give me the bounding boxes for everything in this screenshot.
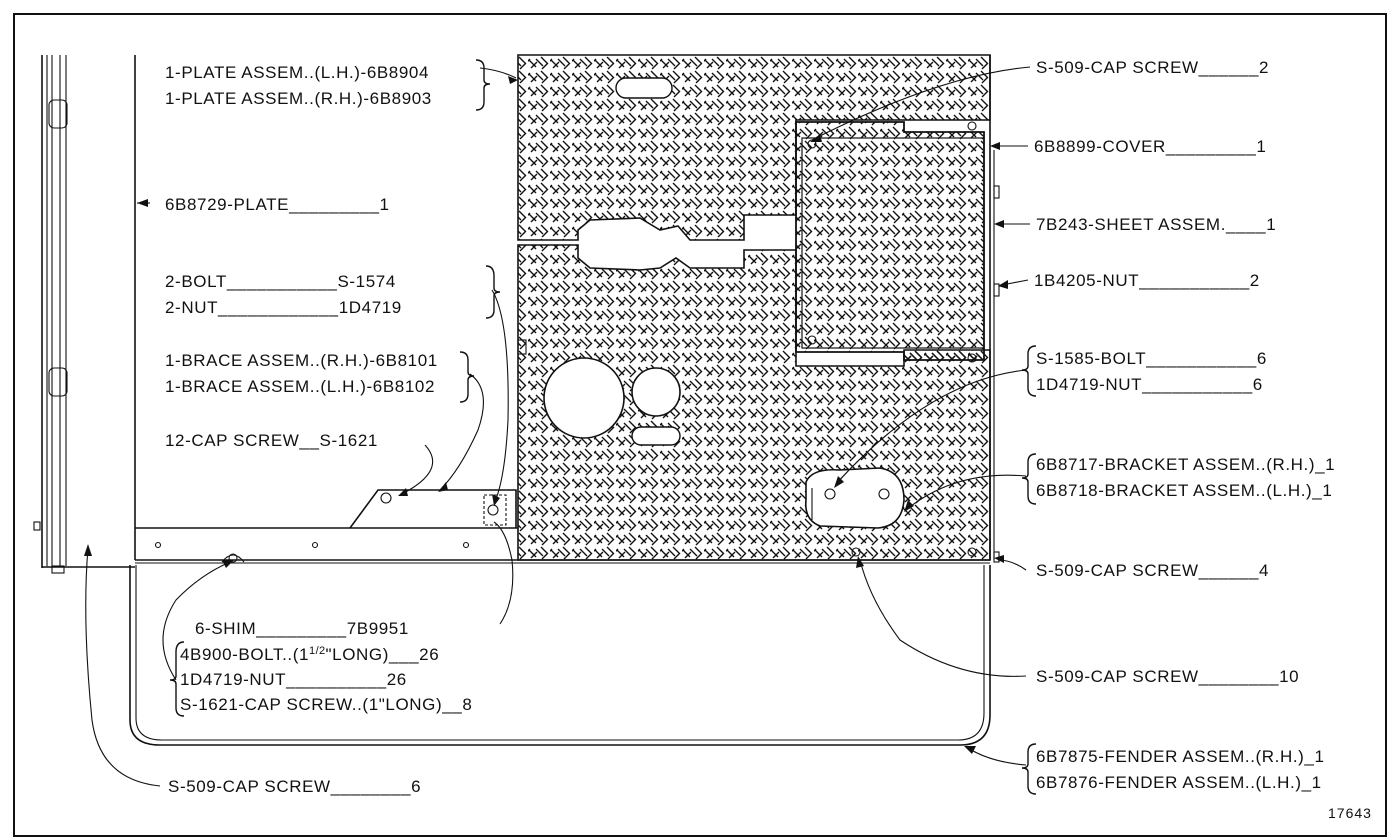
label-brace-assem-rh: 1-BRACE ASSEM..(R.H.)-6B8101 [165,351,438,370]
bracket-assembly [804,467,905,529]
label-nut-2: 2-NUT____________1D4719 [165,298,402,317]
label-cap-screw-12: 12-CAP SCREW__S-1621 [165,431,378,450]
label-bolt-2: 2-BOLT___________S-1574 [165,272,396,291]
label-cap-screw-right-4: S-509-CAP SCREW______4 [1036,561,1269,580]
left-track-frame [33,55,136,574]
label-brackets [169,59,1037,795]
label-plate-assem-lh: 1-PLATE ASSEM..(L.H.)-6B8904 [165,63,429,82]
label-fender-assem-rh: 6B7875-FENDER ASSEM..(R.H.)_1 [1036,747,1325,766]
label-cap-screw-s1621: S-1621-CAP SCREW..(1"LONG)__8 [180,695,472,714]
cover-plate [795,121,985,557]
fender-outline [129,565,991,746]
figure-number: 17643 [1328,805,1372,821]
label-fender-assem-lh: 6B7876-FENDER ASSEM..(L.H.)_1 [1036,773,1322,792]
frame-border [13,13,1387,837]
label-nut-1d4719-left: 1D4719-NUT__________26 [180,670,407,689]
label-bolt-4b900: 4B900-BOLT..(11/2"LONG)___26 [180,645,439,664]
label-bracket-assem-rh: 6B8717-BRACKET ASSEM..(R.H.)_1 [1036,455,1335,474]
label-nut-1d4719-right: 1D4719-NUT___________6 [1036,375,1263,394]
label-cap-screw-top-right: S-509-CAP SCREW______2 [1036,58,1269,77]
leader-lines [84,66,1031,787]
brace-assembly [221,489,517,563]
label-brace-assem-lh: 1-BRACE ASSEM..(L.H.)-6B8102 [165,377,435,396]
label-shim: 6-SHIM_________7B9951 [195,619,409,638]
label-plate: 6B8729-PLATE_________1 [165,195,390,214]
label-cap-screw-bottom-left: S-509-CAP SCREW________6 [168,777,421,796]
label-cap-screw-right-10: S-509-CAP SCREW________10 [1036,667,1299,686]
label-nut-1b4205: 1B4205-NUT___________2 [1034,271,1260,290]
label-bolt-s1585: S-1585-BOLT___________6 [1036,349,1267,368]
label-plate-assem-rh: 1-PLATE ASSEM..(R.H.)-6B8903 [165,89,432,108]
label-sheet-assem: 7B243-SHEET ASSEM.____1 [1036,215,1276,234]
label-cover: 6B8899-COVER_________1 [1034,137,1266,156]
floor-plate-upper [517,54,991,241]
label-bracket-assem-lh: 6B8718-BRACKET ASSEM..(L.H.)_1 [1036,481,1332,500]
